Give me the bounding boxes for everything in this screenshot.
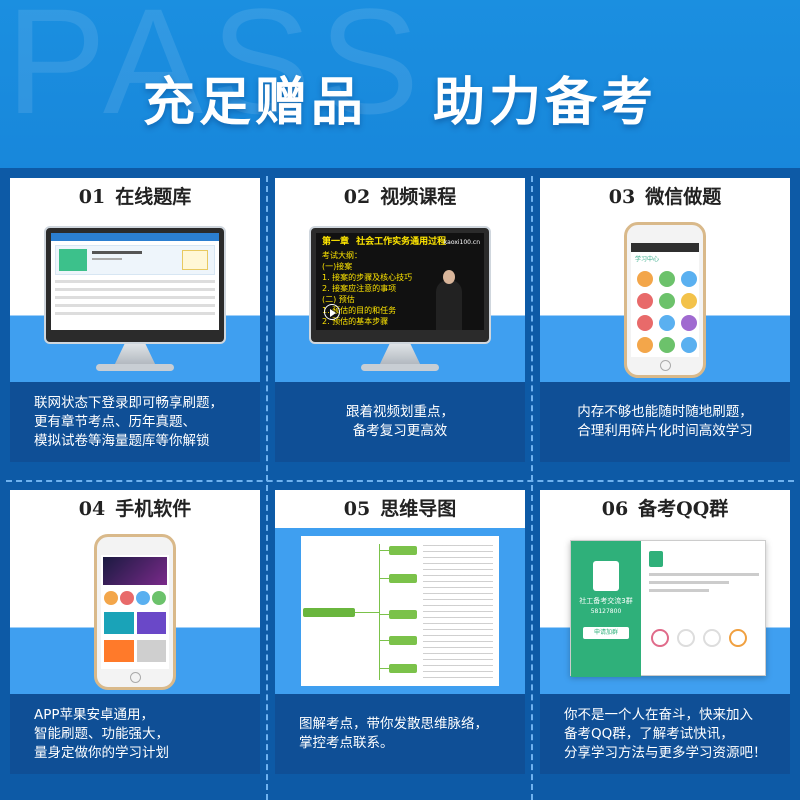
divider	[266, 176, 268, 800]
phone-screen-header: 学习中心	[635, 256, 660, 263]
video-item: 1. 预估的目的和任务	[322, 306, 397, 315]
card-number: 01	[78, 186, 106, 208]
desc-line: 智能刷题、功能强大，	[34, 725, 169, 742]
card-number: 04	[78, 498, 106, 520]
card-mobile-app: 04 手机软件	[10, 490, 260, 774]
card-illustration	[10, 528, 260, 694]
video-item: (一)接案	[322, 262, 353, 271]
divider	[531, 176, 533, 800]
video-heading: 社会工作实务通用过程	[356, 237, 447, 247]
card-number: 02	[343, 186, 371, 208]
card-title: 02 视频课程	[275, 178, 525, 216]
page-headline: 充足赠品 助力备考	[0, 60, 800, 135]
desc-line: 联网状态下登录即可畅享刷题，	[34, 394, 223, 411]
desc-line: APP苹果安卓通用，	[34, 706, 155, 723]
card-title: 01 在线题库	[10, 178, 260, 216]
presenter-figure	[436, 280, 462, 330]
card-title-text: 视频课程	[380, 186, 457, 208]
video-logo: kaoxi100.cn	[443, 239, 480, 246]
presenter-head	[443, 270, 455, 284]
card-video-course: 02 视频课程 第一章 社会工作实务通用过程 考试大纲： (一)接案 1. 接案的…	[275, 178, 525, 462]
card-online-question-bank: 01 在线题库	[10, 178, 260, 462]
feature-grid: 01 在线题库	[0, 168, 800, 800]
card-title: 03 微信做题	[540, 178, 790, 216]
card-number: 06	[601, 498, 629, 520]
video-item: 1. 接案的步骤及核心技巧	[322, 273, 413, 282]
card-description: 跟着视频划重点， 备考复习更高效	[275, 382, 525, 462]
join-group-button[interactable]: 申请加群	[583, 627, 629, 639]
card-number: 05	[343, 498, 371, 520]
video-item: 2. 预估的基本步骤	[322, 317, 389, 326]
desc-line: 量身定做你的学习计划	[34, 744, 169, 761]
card-title-text: 手机软件	[115, 498, 192, 520]
qq-window-image: 社工备考交流3群 58127800 申请加群	[570, 540, 766, 677]
monitor-image	[44, 226, 226, 344]
mind-map-image	[301, 536, 499, 686]
phone-image: 学习中心	[624, 222, 706, 378]
divider	[6, 480, 794, 482]
card-title: 06 备考QQ群	[540, 490, 790, 528]
card-number: 03	[608, 186, 636, 208]
card-description: APP苹果安卓通用， 智能刷题、功能强大， 量身定做你的学习计划	[10, 694, 260, 774]
headline-part-1: 充足赠品	[142, 73, 367, 133]
phone-image	[94, 534, 176, 690]
card-illustration	[10, 216, 260, 382]
desc-line: 模拟试卷等海量题库等你解锁	[34, 432, 210, 449]
desc-line: 你不是一个人在奋斗，快来加入	[564, 706, 753, 723]
card-description: 联网状态下登录即可畅享刷题， 更有章节考点、历年真题、 模拟试卷等海量题库等你解…	[10, 382, 260, 462]
video-chapter: 第一章	[322, 237, 350, 247]
card-illustration: 第一章 社会工作实务通用过程 考试大纲： (一)接案 1. 接案的步骤及核心技巧…	[275, 216, 525, 382]
desc-line: 备考QQ群，了解考试快讯，	[564, 725, 734, 742]
play-icon[interactable]	[324, 304, 340, 320]
desc-line: 内存不够也能随时随地刷题，	[577, 404, 753, 420]
card-title: 04 手机软件	[10, 490, 260, 528]
qq-group-name: 社工备考交流3群	[579, 597, 633, 605]
video-item: (二) 预估	[322, 295, 355, 304]
card-description: 你不是一个人在奋斗，快来加入 备考QQ群，了解考试快讯， 分享学习方法与更多学习…	[540, 694, 790, 774]
video-outline: 考试大纲：	[322, 251, 362, 260]
watermark: PASS	[6, 0, 428, 145]
card-illustration: 社工备考交流3群 58127800 申请加群	[540, 528, 790, 694]
qq-group-id: 58127800	[590, 608, 622, 615]
headline-part-2: 助力备考	[433, 73, 658, 133]
card-illustration	[275, 528, 525, 694]
card-description: 图解考点，带你发散思维脉络， 掌控考点联系。	[275, 694, 525, 774]
desc-line: 跟着视频划重点，	[346, 404, 454, 420]
video-item: 2. 接案应注意的事项	[322, 284, 397, 293]
card-title-text: 思维导图	[380, 498, 457, 520]
card-title-text: 备考QQ群	[638, 498, 729, 520]
desc-line: 更有章节考点、历年真题、	[34, 413, 196, 430]
card-title-text: 微信做题	[645, 186, 722, 208]
qq-group-icon	[593, 561, 619, 591]
desc-line: 掌控考点联系。	[299, 735, 394, 751]
desc-line: 分享学习方法与更多学习资源吧！	[564, 744, 767, 761]
card-title-text: 在线题库	[115, 186, 192, 208]
card-illustration: 学习中心	[540, 216, 790, 382]
desc-line: 合理利用碎片化时间高效学习	[577, 423, 753, 439]
desc-line: 图解考点，带你发散思维脉络，	[299, 716, 488, 732]
card-title: 05 思维导图	[275, 490, 525, 528]
desc-line: 备考复习更高效	[352, 423, 448, 439]
card-description: 内存不够也能随时随地刷题， 合理利用碎片化时间高效学习	[540, 382, 790, 462]
monitor-image: 第一章 社会工作实务通用过程 考试大纲： (一)接案 1. 接案的步骤及核心技巧…	[309, 226, 491, 344]
card-qq-group: 06 备考QQ群 社工备考交流3群 58127800 申请加群	[540, 490, 790, 774]
